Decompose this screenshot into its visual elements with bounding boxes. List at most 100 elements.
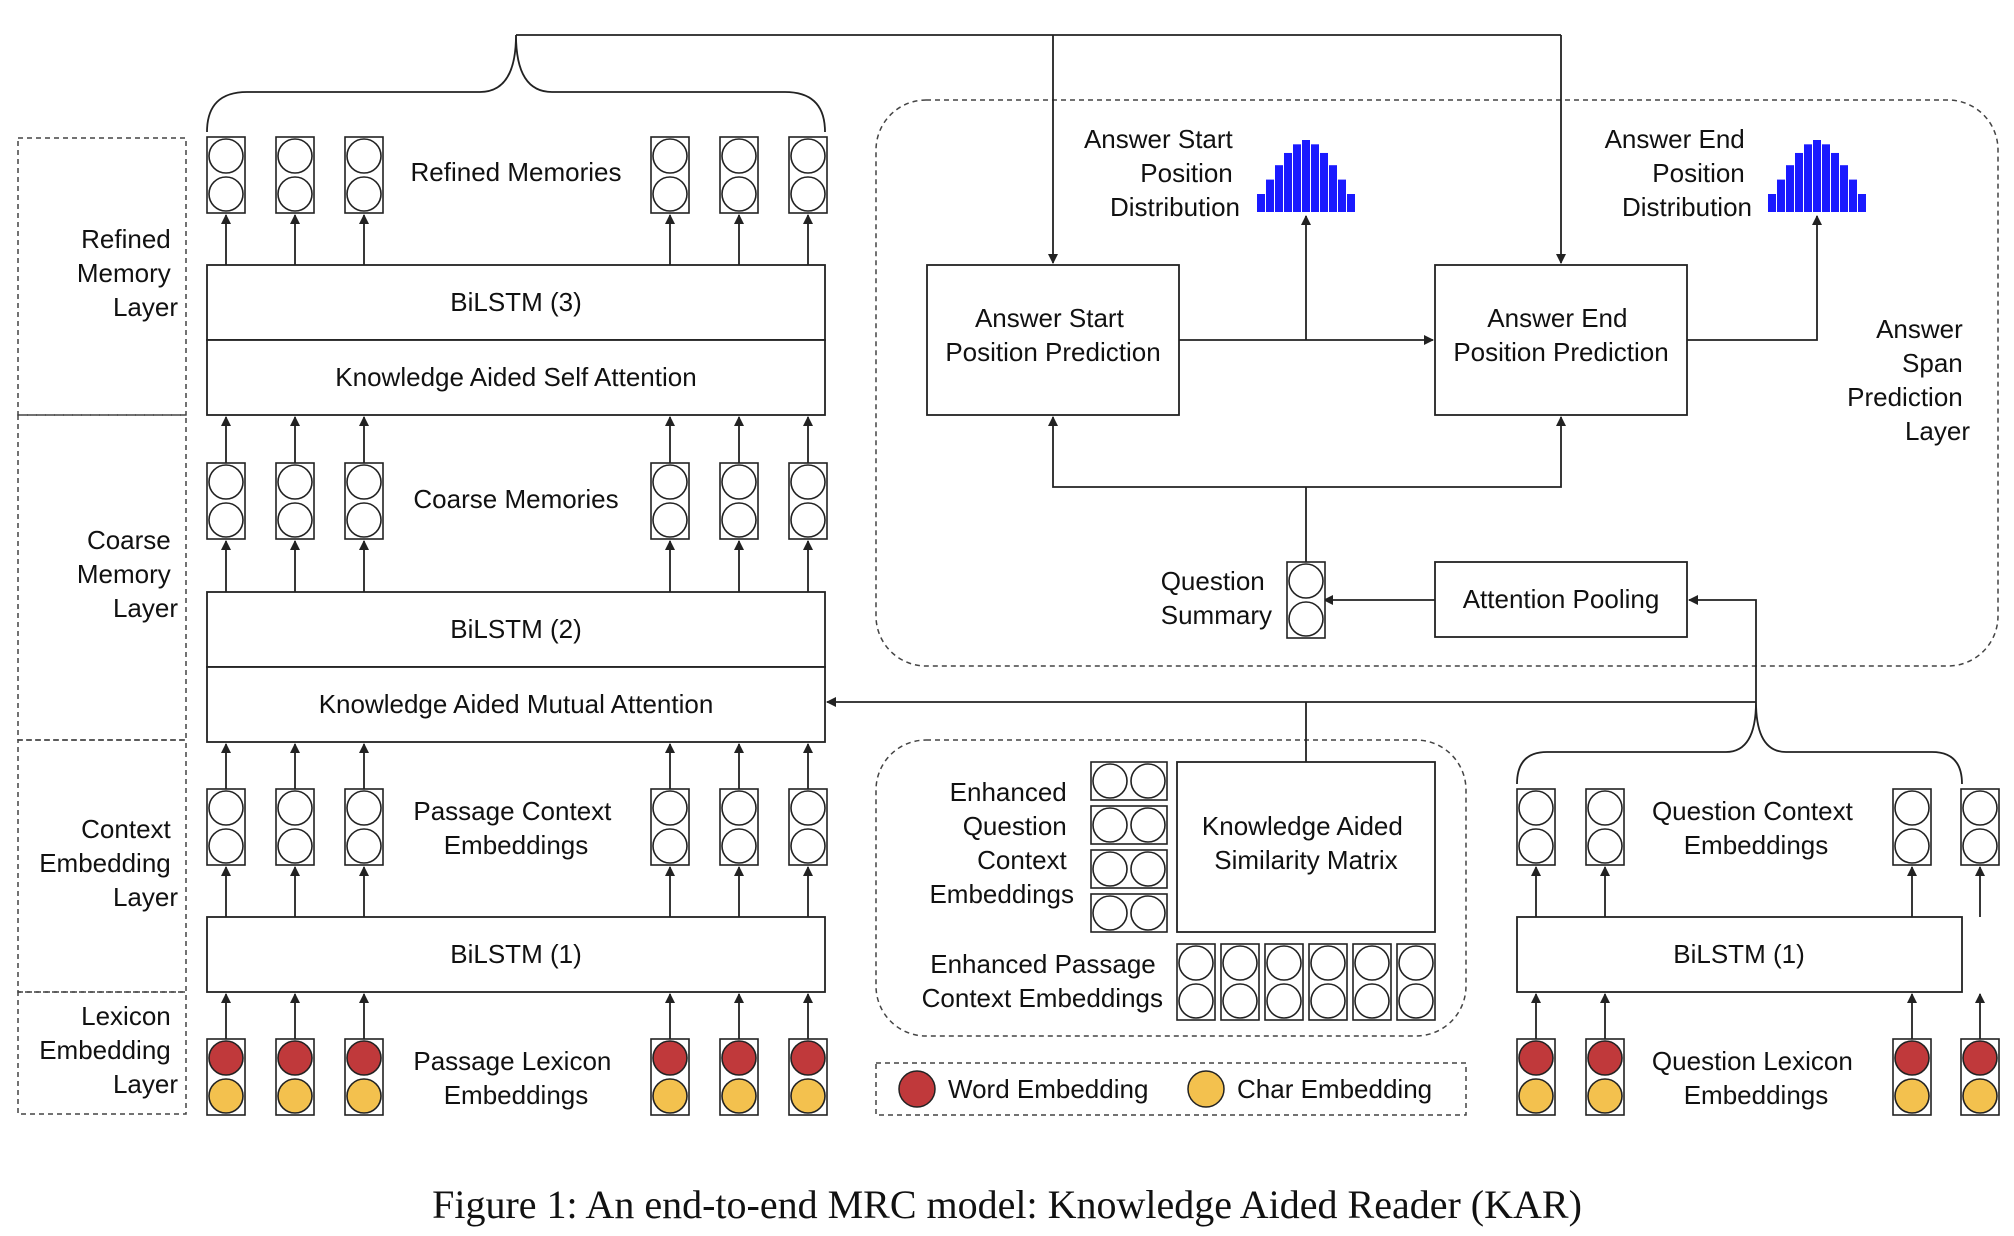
legend-box xyxy=(875,1062,1467,1116)
enhanced-passage-cell-circle-top xyxy=(1398,945,1434,981)
refined-memory-cell-circle-top xyxy=(208,138,244,174)
passage-lexicon-cell-circle-bottom xyxy=(652,1078,688,1114)
refined-memories-label: Refined Memories xyxy=(411,157,622,187)
right-aligned-labels: Answer Start Position Distribution Answe… xyxy=(922,124,1752,1013)
question-lexicon-label: Question Lexicon Embeddings xyxy=(1652,1046,1860,1110)
enhanced-question-circle-left xyxy=(1092,763,1128,799)
enhanced-passage-label: Enhanced Passage Context Embeddings xyxy=(922,949,1163,1013)
passage-tower xyxy=(206,264,1963,993)
question-context-cell-circle-bottom xyxy=(1894,828,1930,864)
end-distribution-bar xyxy=(1849,179,1857,212)
question-context-cell-circle-top xyxy=(1518,790,1554,826)
end-distribution-bar xyxy=(1804,144,1812,212)
question-lexicon-cell-circle-bottom xyxy=(1962,1078,1998,1114)
layer-label-lexicon: Lexicon Embedding Layer xyxy=(39,1001,178,1099)
mutual-attention-label: Knowledge Aided Mutual Attention xyxy=(319,689,714,719)
passage-context-cell-circle-top xyxy=(346,790,382,826)
question-context-cell-circle-bottom xyxy=(1518,828,1554,864)
start-distribution-bar xyxy=(1293,144,1301,212)
question-lexicon-cell-circle-top xyxy=(1587,1040,1623,1076)
passage-context-cell-circle-bottom xyxy=(346,828,382,864)
coarse-memory-cell-circle-bottom xyxy=(346,502,382,538)
bilstm3-label: BiLSTM (3) xyxy=(450,287,581,317)
arrow-summary-to-start xyxy=(1048,416,1306,488)
question-lexicon-cell-circle-top xyxy=(1962,1040,1998,1076)
enhanced-question-circle-left xyxy=(1092,895,1128,931)
layer-label-answer: Answer Span Prediction Layer xyxy=(1847,314,1970,446)
passage-lexicon-cell-circle-bottom xyxy=(790,1078,826,1114)
question-lexicon-cell-circle-top xyxy=(1518,1040,1554,1076)
enhanced-passage-cell-circle-bottom xyxy=(1178,983,1214,1019)
refined-memory-cell-circle-top xyxy=(277,138,313,174)
start-distribution-bar xyxy=(1284,152,1292,212)
question-summary-label: Question Summary xyxy=(1161,566,1272,630)
enhanced-passage-cell-circle-bottom xyxy=(1398,983,1434,1019)
enhanced-passage-cell-circle-top xyxy=(1222,945,1258,981)
passage-lexicon-cell-circle-bottom xyxy=(346,1078,382,1114)
similarity-matrix-box xyxy=(1176,761,1436,933)
refined-memory-cell-circle-top xyxy=(790,138,826,174)
end-distribution-bar xyxy=(1786,165,1794,212)
layer-label-coarse: Coarse Memory Layer xyxy=(77,525,178,623)
end-dist-label: Answer End Position Distribution xyxy=(1605,124,1752,222)
start-distribution-bar xyxy=(1257,194,1265,212)
arrow-summary-to-end xyxy=(1306,416,1566,488)
passage-lexicon-cell-circle-top xyxy=(346,1040,382,1076)
passage-lexicon-cell-circle-top xyxy=(277,1040,313,1076)
passage-lexicon-cell-circle-top xyxy=(208,1040,244,1076)
start-distribution-bar xyxy=(1266,179,1274,212)
passage-context-cell-circle-bottom xyxy=(721,828,757,864)
coarse-memory-cell-circle-top xyxy=(346,464,382,500)
legend: Word Embedding Char Embedding xyxy=(898,1070,1432,1108)
refined-memory-cell-circle-bottom xyxy=(721,176,757,212)
enhanced-question-circle-left xyxy=(1092,851,1128,887)
band-lexicon xyxy=(17,991,187,1115)
passage-context-cell-circle-bottom xyxy=(790,828,826,864)
top-brace xyxy=(206,34,826,133)
layer-label-refined: Refined Memory Layer xyxy=(77,224,178,322)
passage-lexicon-cell-circle-bottom xyxy=(208,1078,244,1114)
coarse-memory-cell-circle-top xyxy=(721,464,757,500)
start-distribution-bar xyxy=(1347,194,1355,212)
passage-context-cell-circle-top xyxy=(721,790,757,826)
passage-context-cell-circle-top xyxy=(208,790,244,826)
passage-lexicon-label: Passage Lexicon Embeddings xyxy=(413,1046,618,1110)
passage-context-cell-circle-top xyxy=(790,790,826,826)
answer-end-box xyxy=(1434,264,1688,416)
enhanced-passage-cell-circle-bottom xyxy=(1354,983,1390,1019)
question-lexicon-cell-circle-top xyxy=(1894,1040,1930,1076)
start-distribution-bar xyxy=(1329,165,1337,212)
question-brace xyxy=(1516,701,1963,785)
start-distribution-bar xyxy=(1311,144,1319,212)
question-context-cell-circle-bottom xyxy=(1587,828,1623,864)
coarse-memories-label: Coarse Memories xyxy=(413,484,618,514)
refined-memory-cell-circle-bottom xyxy=(277,176,313,212)
question-summary-cell-circle-bottom xyxy=(1288,601,1324,637)
question-context-cell-circle-top xyxy=(1587,790,1623,826)
coarse-memory-cell-circle-top xyxy=(277,464,313,500)
refined-memory-cell-circle-top xyxy=(721,138,757,174)
refined-memory-cell-circle-top xyxy=(346,138,382,174)
answer-end-label: Answer End Position Prediction xyxy=(1453,303,1668,367)
enhanced-question-label: Enhanced Question Context Embeddings xyxy=(929,777,1074,909)
enhanced-passage-cell-circle-bottom xyxy=(1222,983,1258,1019)
end-distribution-bar xyxy=(1795,152,1803,212)
other-labels: Refined Memories Coarse Memories Passage… xyxy=(411,157,1860,1110)
bilstm1-passage-box xyxy=(206,916,826,993)
refined-memory-cell-circle-bottom xyxy=(790,176,826,212)
enhanced-passage-cell-circle-top xyxy=(1178,945,1214,981)
passage-context-cell-circle-bottom xyxy=(208,828,244,864)
layer-label-context: Context Embedding Layer xyxy=(39,814,178,912)
bilstm2-box xyxy=(206,591,826,668)
start-distribution-bar xyxy=(1338,179,1346,212)
end-distribution-bar xyxy=(1777,179,1785,212)
passage-context-cell-circle-bottom xyxy=(652,828,688,864)
enhanced-question-circle-left xyxy=(1092,807,1128,843)
mutual-attention-box xyxy=(206,666,826,743)
generated-marks xyxy=(206,136,2000,1116)
passage-lexicon-cell-circle-bottom xyxy=(721,1078,757,1114)
layer-bands xyxy=(17,137,187,1115)
coarse-memory-cell-circle-top xyxy=(790,464,826,500)
enhanced-passage-cell-circle-bottom xyxy=(1266,983,1302,1019)
